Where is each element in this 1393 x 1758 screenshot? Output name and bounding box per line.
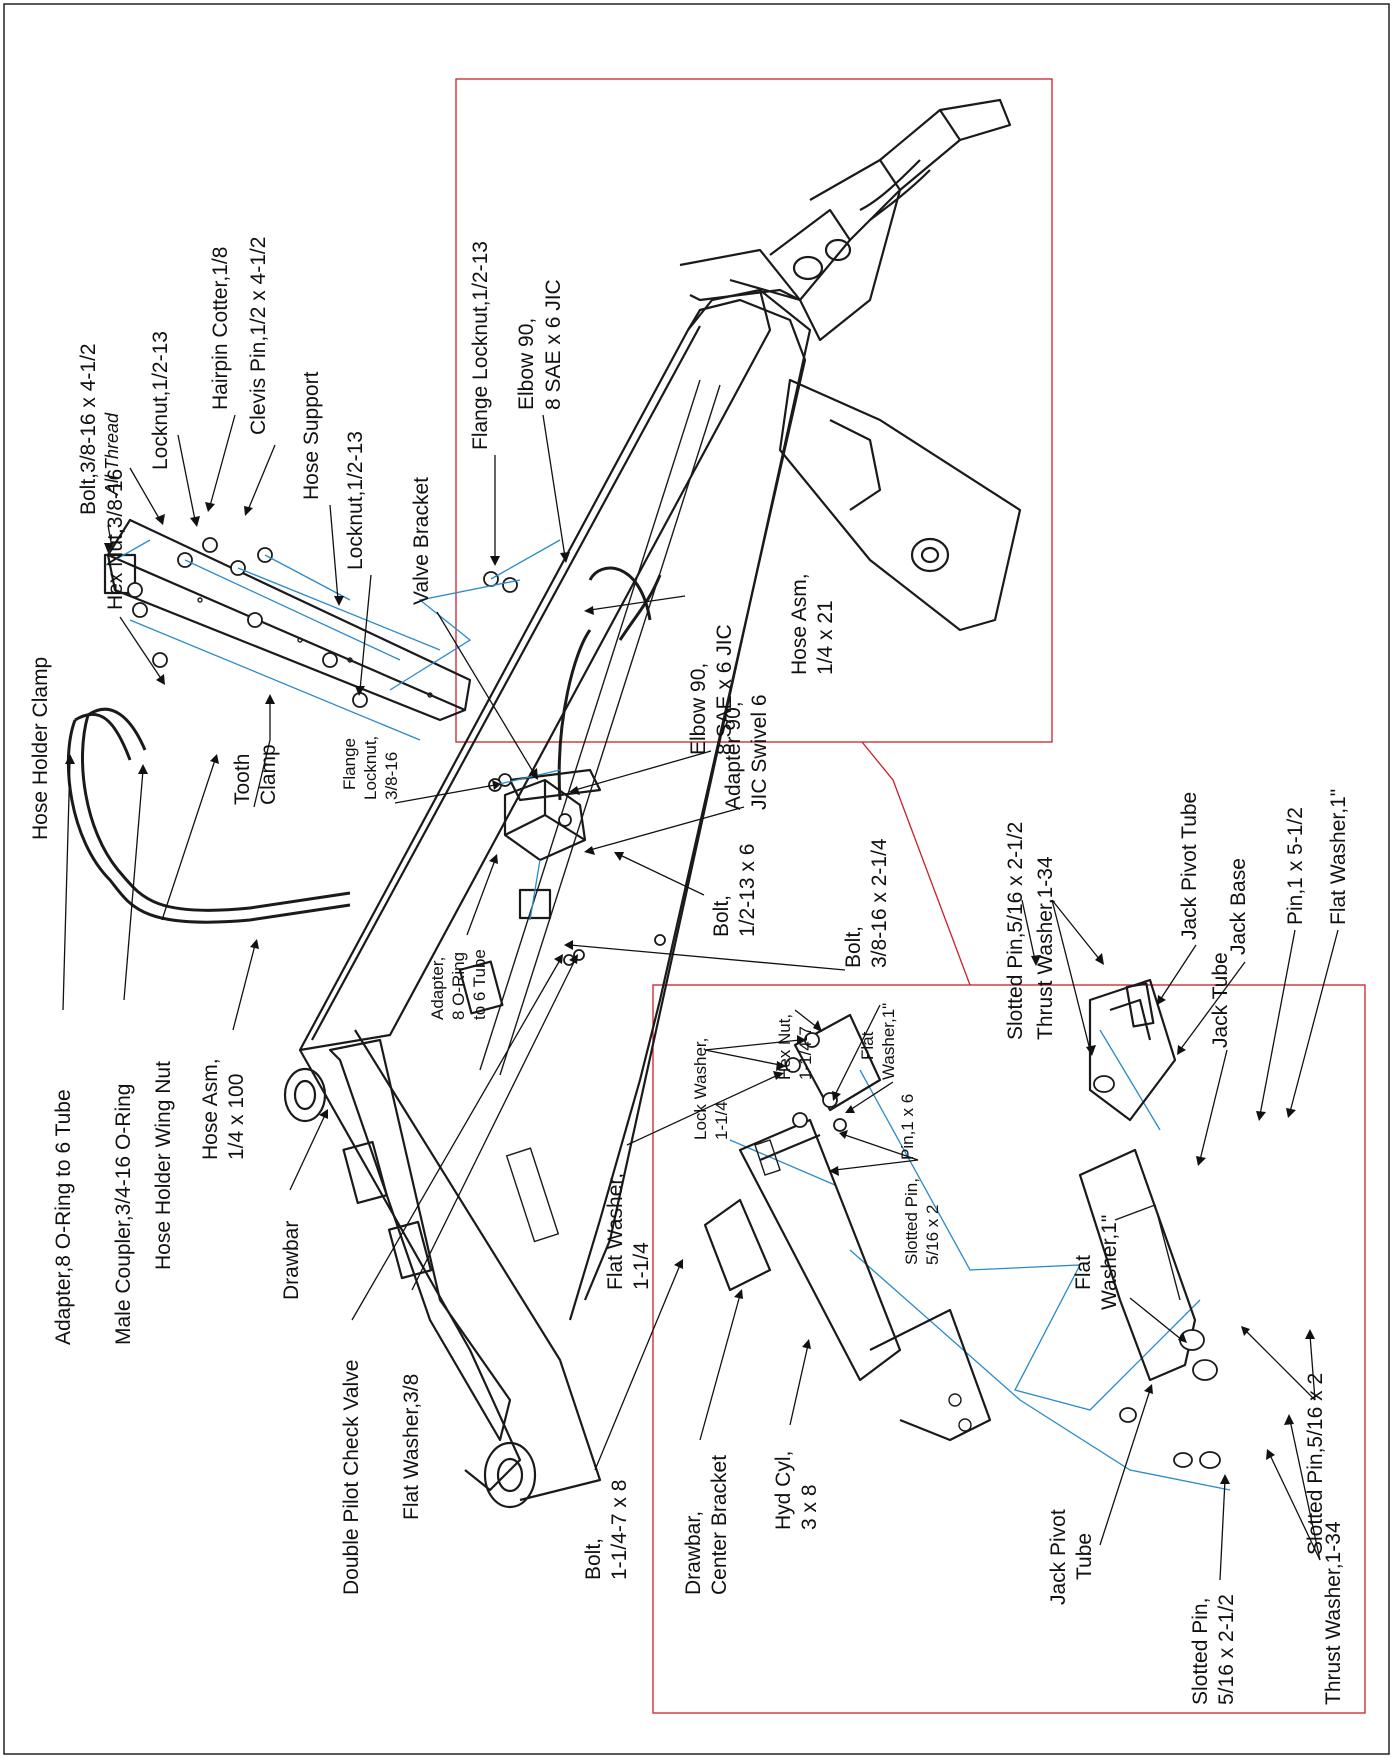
label-adapter-8-oring-l2: 8 O-Ring — [449, 952, 468, 1020]
label-flange-locknut-3-8-l1: Flange — [340, 738, 359, 790]
label-drawbar: Drawbar — [280, 1221, 303, 1300]
label-flat-washer-1-a-l2: Washer,1" — [879, 1003, 898, 1080]
label-drawbar-center-bracket-l1: Drawbar, — [682, 1511, 705, 1595]
label-double-pilot-check-valve: Double Pilot Check Valve — [340, 1360, 363, 1595]
tongue-assembly — [679, 98, 1022, 632]
label-slotted-pin-bottom-l1: Slotted Pin, — [1189, 1598, 1212, 1705]
label-lock-washer-l2: 1-1/4 — [712, 1101, 731, 1140]
page-frame — [3, 3, 1390, 1755]
valve-hoses — [557, 566, 662, 801]
label-slotted-pin-a-l2: 5/16 x 2 — [923, 1205, 942, 1266]
label-flat-washer-1-a-l1: Flat — [858, 1031, 877, 1060]
label-pin-1-x-6: Pin,1 x 6 — [898, 1094, 917, 1160]
label-flat-washer-1-top: Flat Washer,1" — [1327, 789, 1350, 925]
label-bolt-3-8-16-x-2-l2: 3/8-16 x 2-1/4 — [868, 838, 891, 968]
label-jack-base: Jack Base — [1227, 858, 1250, 955]
label-elbow-top-l1: Elbow 90, — [515, 318, 538, 410]
label-flange-locknut-3-8-l2: Locknut, — [361, 736, 380, 800]
label-slotted-pin-top: Slotted Pin,5/16 x 2-1/2 — [1004, 822, 1027, 1040]
label-adapter-90-l2: JIC Swivel 6 — [748, 694, 771, 810]
label-adapter-8-oring-to-6-tube: Adapter,8 O-Ring to 6 Tube — [52, 1089, 75, 1345]
label-adapter-90-l1: Adapter 90, — [722, 701, 745, 810]
label-jack-pivot-tube-top: Jack Pivot Tube — [1178, 792, 1201, 940]
label-hose-asm-100-l1: Hose Asm, — [199, 1058, 222, 1160]
label-slotted-pin-bottom-l2: 5/16 x 2-1/2 — [1215, 1594, 1238, 1705]
label-flat-washer-1-b-l2: Washer,1" — [1098, 1215, 1121, 1310]
drawbar-frame — [283, 288, 812, 1509]
label-drawbar-center-bracket-l2: Center Bracket — [708, 1455, 731, 1595]
label-lock-washer-l1: Lock Washer, — [691, 1038, 710, 1140]
label-hose-holder-wing-nut: Hose Holder Wing Nut — [152, 1061, 175, 1270]
label-hose-holder-clamp: Hose Holder Clamp — [29, 657, 52, 840]
assembly-lines — [105, 539, 1231, 1491]
label-adapter-8-oring-l3: to 6 Tube — [470, 949, 489, 1020]
label-jack-pivot-tube-bottom-l1: Jack Pivot — [1047, 1509, 1070, 1605]
label-clevis-pin: Clevis Pin,1/2 x 4-1/2 — [247, 237, 270, 435]
label-bolt-1-1-4-l1: Bolt, — [582, 1538, 605, 1580]
label-tooth-clamp-l2: Clamp — [257, 744, 280, 805]
label-hex-nut-1-1-4-l1: Hex Nut, — [775, 1014, 794, 1080]
label-hex-nut-1-1-4-l2: 1-1/4-7 — [796, 1026, 815, 1080]
label-bolt-3-8-16-x-2-l1: Bolt, — [842, 926, 865, 968]
label-slotted-pin-b: Slotted Pin,5/16 x 2 — [1304, 1373, 1327, 1555]
label-group-top: Bolt,3/8-16 x 4-1/2 All Thread Hex Nut,3… — [29, 237, 891, 1020]
label-locknut-lower: Locknut,1/2-13 — [344, 431, 367, 570]
label-thrust-washer-top: Thrust Washer,1-34 — [1034, 856, 1057, 1040]
leader-lines — [62, 414, 1339, 1581]
label-elbow-mid-l2: 8 SAE x 6 JIC — [713, 624, 736, 755]
label-hyd-cyl-l2: 3 x 8 — [798, 1484, 821, 1530]
label-elbow-mid-l1: Elbow 90, — [687, 663, 710, 755]
label-jack-pivot-tube-bottom-l2: Tube — [1073, 1533, 1096, 1580]
label-tooth-clamp-l1: Tooth — [231, 754, 254, 805]
label-hex-nut-3-8-16: Hex Nut,3/8-16 — [104, 469, 127, 610]
label-male-coupler: Male Coupler,3/4-16 O-Ring — [112, 1084, 135, 1345]
hardware-items — [127, 537, 666, 966]
label-bolt-1-1-4-l2: 1-1/4-7 x 8 — [608, 1480, 631, 1580]
detail-box-connector — [861, 741, 971, 986]
label-thrust-washer-bottom: Thrust Washer,1-34 — [1322, 1521, 1345, 1705]
label-all-thread: All Thread — [102, 412, 122, 496]
label-bolt-1-2-13-l1: Bolt, — [710, 895, 733, 937]
hose-asm-100 — [66, 707, 351, 924]
detail-box-valve-area — [455, 78, 1053, 743]
cylinder-assembly — [703, 1013, 992, 1442]
label-locknut-top: Locknut,1/2-13 — [149, 331, 172, 470]
label-flat-washer-1-b-l1: Flat — [1072, 1255, 1095, 1290]
label-bolt-1-2-13-l2: 1/2-13 x 6 — [736, 844, 759, 937]
label-hairpin-cotter: Hairpin Cotter,1/8 — [209, 247, 232, 410]
detail-box-jack-area — [652, 984, 1366, 1714]
label-flat-washer-1-1-4-l2: 1-1/4 — [630, 1242, 653, 1290]
label-elbow-top-l2: 8 SAE x 6 JIC — [542, 279, 565, 410]
label-group-jack: Lock Washer, 1-1/4 Hex Nut, 1-1/4-7 Flat… — [691, 789, 1350, 1705]
label-slotted-pin-a-l1: Slotted Pin, — [902, 1178, 921, 1265]
label-adapter-8-oring-l1: Adapter, — [428, 957, 447, 1020]
label-group-left: Adapter,8 O-Ring to 6 Tube Male Coupler,… — [52, 1058, 821, 1595]
label-hose-asm-21-l2: 1/4 x 21 — [814, 600, 837, 675]
label-bolt-3-8-16: Bolt,3/8-16 x 4-1/2 — [77, 343, 100, 515]
label-hose-asm-100-l2: 1/4 x 100 — [225, 1074, 248, 1160]
jack-assembly — [1078, 978, 1221, 1469]
label-flat-washer-3-8: Flat Washer,3/8 — [400, 1374, 423, 1520]
label-hyd-cyl-l1: Hyd Cyl, — [772, 1451, 795, 1530]
label-flat-washer-1-1-4-l1: Flat Washer, — [604, 1173, 627, 1290]
label-pin-1-x-5-1-2: Pin,1 x 5-1/2 — [1284, 807, 1307, 925]
label-flange-locknut-1-2: Flange Locknut,1/2-13 — [469, 241, 492, 450]
label-jack-tube: Jack Tube — [1209, 952, 1232, 1048]
label-valve-bracket: Valve Bracket — [410, 477, 433, 605]
label-hose-support: Hose Support — [300, 371, 323, 500]
label-hose-asm-21-l1: Hose Asm, — [788, 573, 811, 675]
label-flange-locknut-3-8-l3: 3/8-16 — [382, 752, 401, 800]
